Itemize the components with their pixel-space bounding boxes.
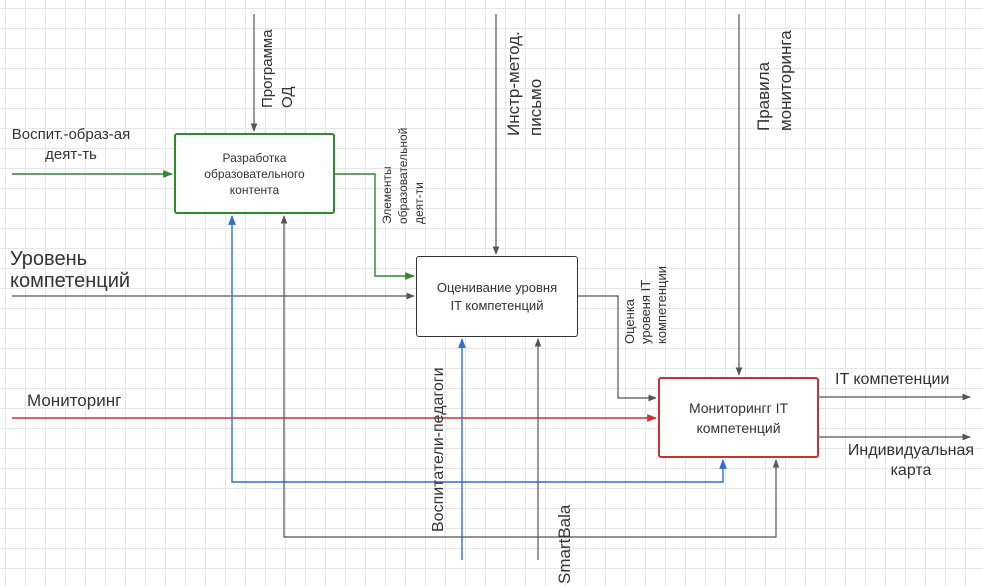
process-box-monitoring[interactable]: Мониторингг IT компетенций	[658, 377, 819, 458]
label-level-input: Уровень компетенций	[10, 248, 131, 292]
label-competencies-output: IT компетенции	[835, 371, 950, 388]
label-instruction-control: Инстр-метод. письмо	[504, 31, 545, 136]
label-evaluation: Оценка уровеня IT компетенции	[622, 265, 669, 344]
label-teachers-mechanism: Воспитатели-педагоги	[430, 367, 447, 532]
label-rules-control: Правила мониторинга	[754, 30, 795, 131]
arrow-teachers-branch-right	[462, 459, 727, 483]
process-box-assessment[interactable]: Оценивание уровня IT компетенций	[416, 256, 578, 337]
arrow-smartbala-branch	[280, 215, 538, 538]
arrow-elements	[335, 173, 415, 280]
label-smartbala-mechanism: SmartBala	[555, 504, 574, 584]
label-program-control: Программа ОД	[259, 29, 296, 108]
label-card-output: Индивидуальная карта	[847, 442, 975, 479]
arrow-smartbala-branch-right	[538, 459, 780, 538]
label-elements: Элементы образовательной деят-ти	[380, 127, 426, 224]
label-monitoring-input: Мониторинг	[27, 391, 122, 410]
arrow-evaluation	[578, 295, 657, 402]
arrow-teachers-branch	[228, 215, 462, 483]
label-activity-input: Воспит.-образ-ая деят-ть	[11, 126, 131, 163]
process-box-development[interactable]: Разработка образовательного контента	[174, 133, 335, 214]
